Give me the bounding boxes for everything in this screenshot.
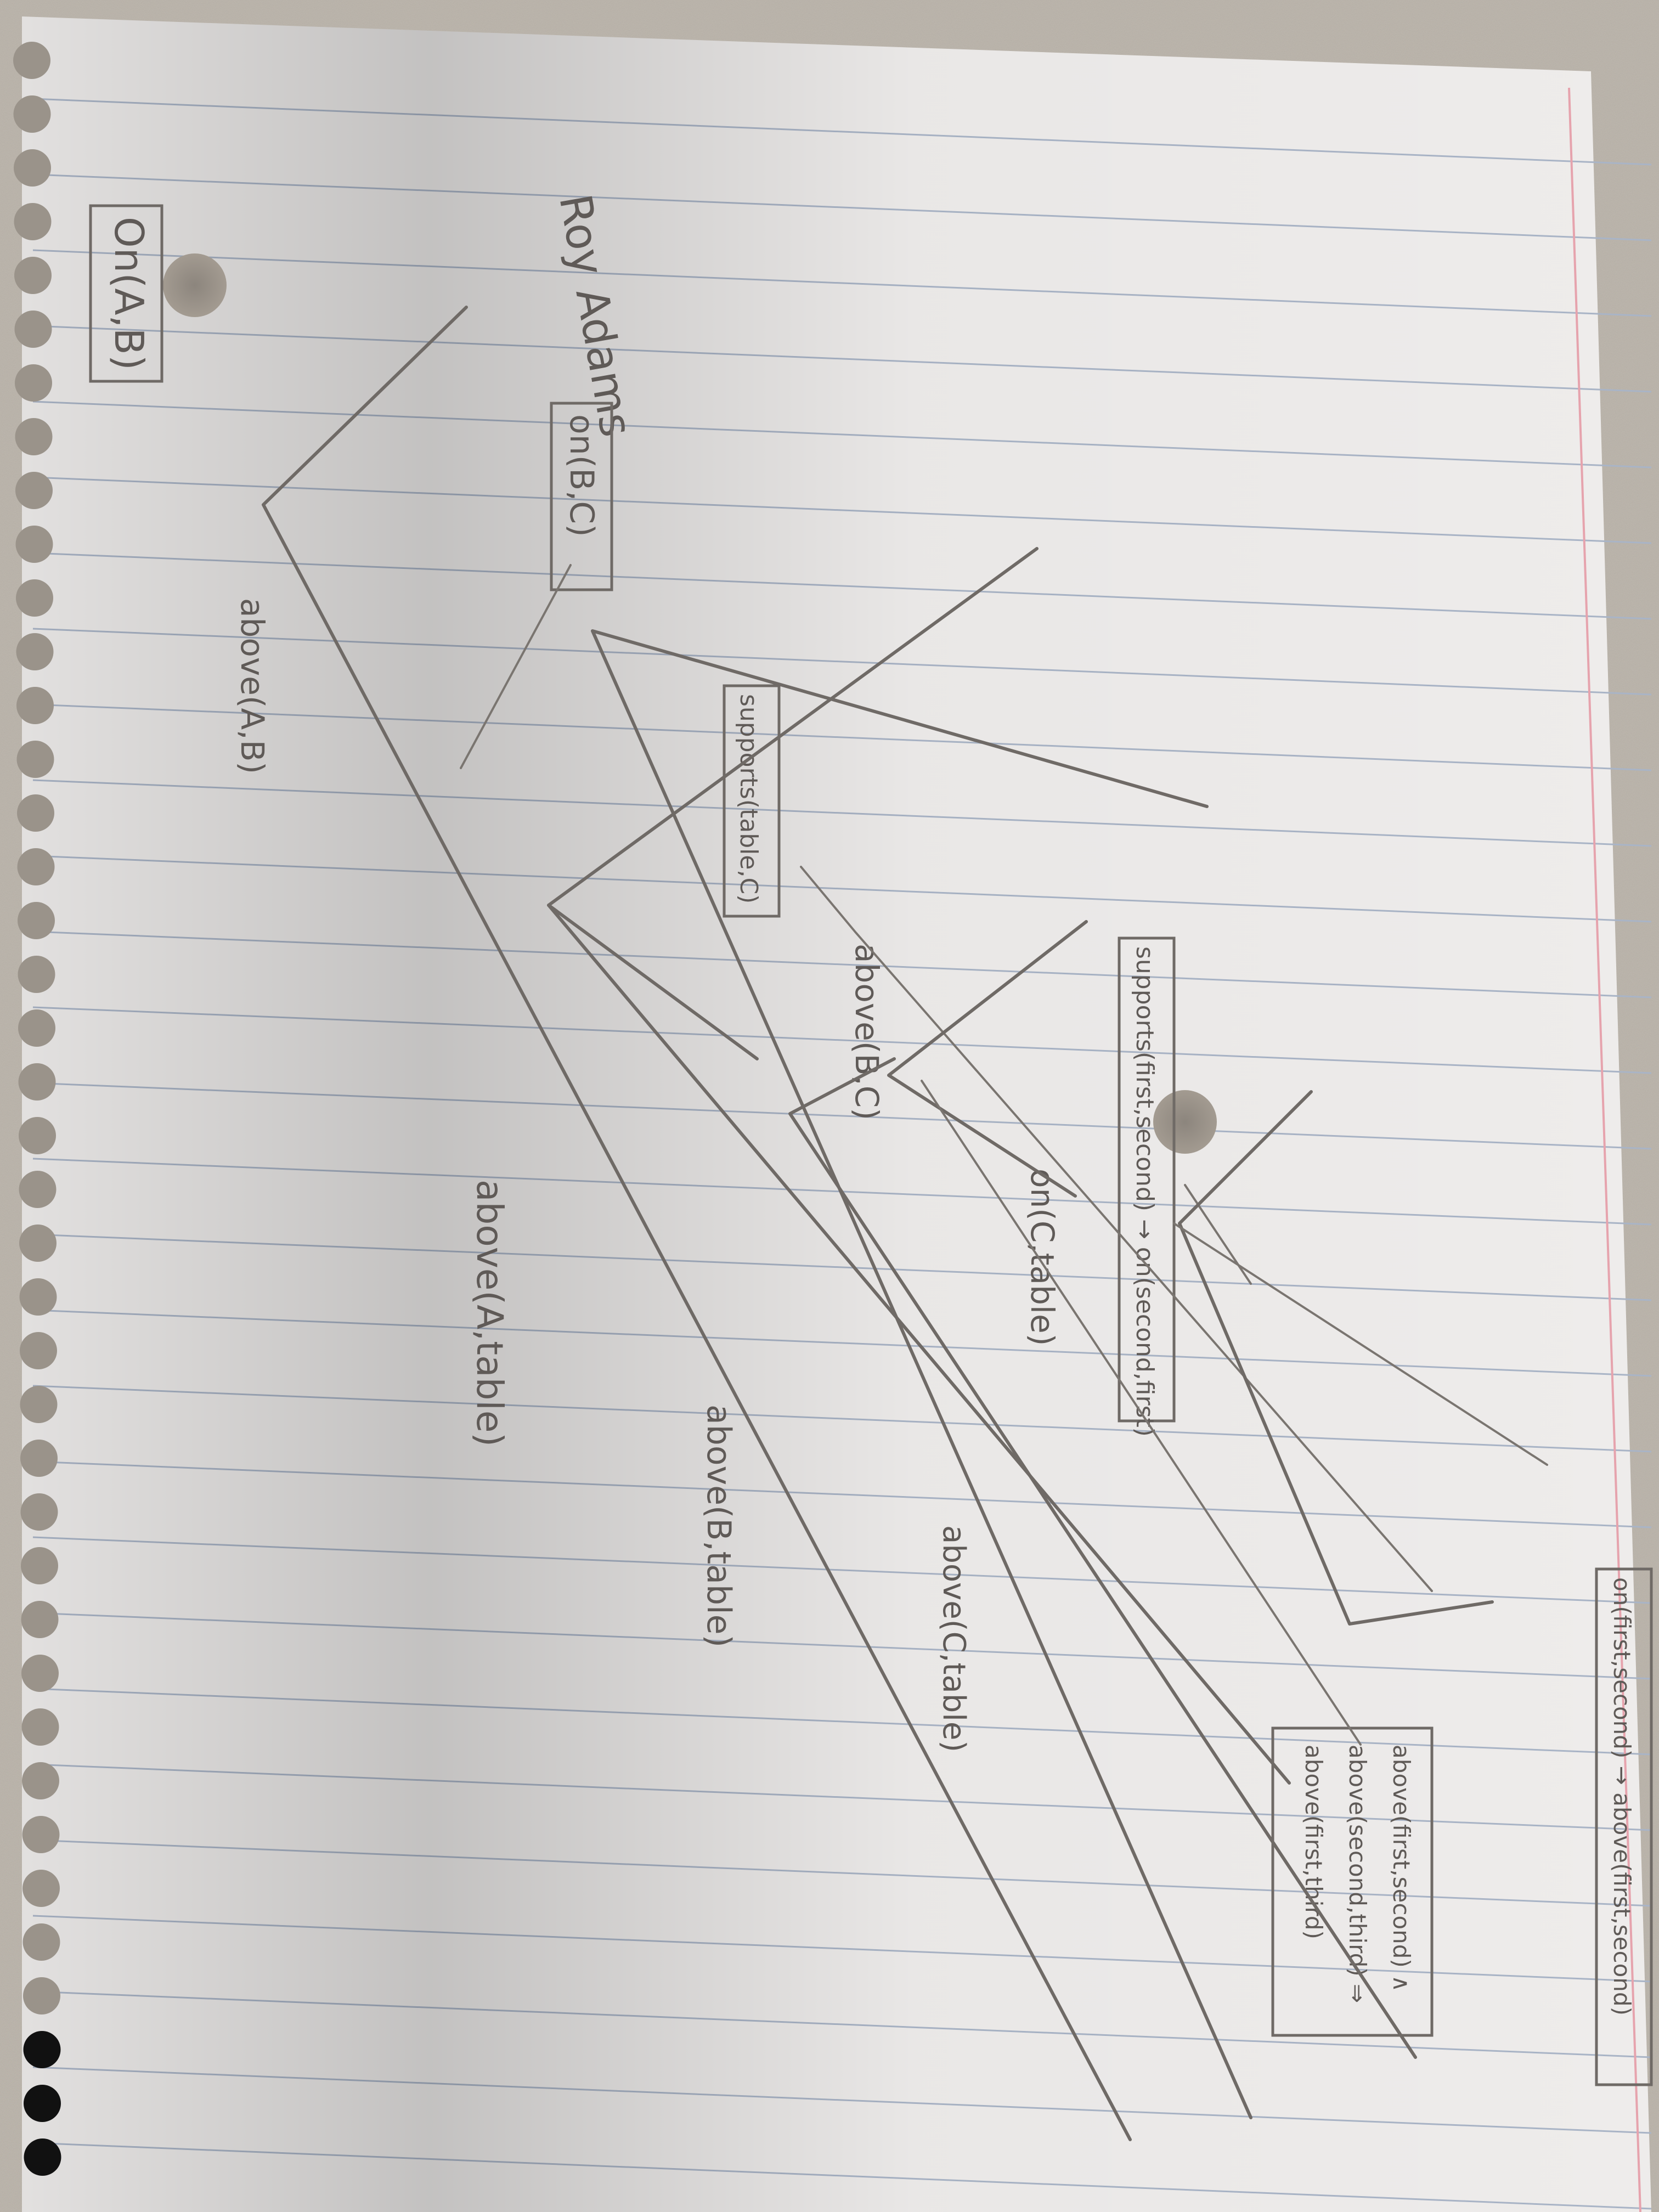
binder-hole	[1153, 1090, 1217, 1154]
spiral-hole	[22, 1923, 60, 1961]
spiral-hole	[13, 95, 51, 133]
binder-hole	[163, 253, 227, 317]
spiral-hole	[21, 1601, 59, 1638]
spiral-hole	[16, 687, 54, 724]
svg-text:above(second,third) ⇒: above(second,third) ⇒	[1344, 1745, 1371, 2003]
svg-text:above(A,table): above(A,table)	[469, 1180, 511, 1447]
spiral-hole	[20, 1386, 58, 1423]
svg-text:above(first,second) ∧: above(first,second) ∧	[1388, 1745, 1415, 1992]
premise-supports-table-c: supports(table,C)	[723, 684, 781, 918]
premise-on-a-b: On(A,B)	[89, 204, 163, 383]
spiral-hole	[20, 1332, 57, 1369]
notebook-page	[22, 16, 1652, 2212]
svg-text:on(first,second) → above(first: on(first,second) → above(first,second)	[1609, 1577, 1635, 2016]
spiral-hole	[16, 579, 53, 617]
derived-above-b-table: above(B,table)	[699, 1404, 738, 1647]
spiral-hole	[20, 1493, 58, 1531]
spiral-hole	[22, 1816, 60, 1853]
spiral-hole	[15, 526, 53, 563]
rule-box-transitivity: above(first,second) ∧ above(second,third…	[1271, 1726, 1434, 2037]
spiral-hole	[15, 472, 53, 509]
spiral-hole	[19, 1224, 57, 1262]
spiral-hole	[23, 1977, 60, 2015]
spiral-hole	[15, 418, 53, 455]
derived-above-b-c: above(B,C)	[848, 944, 885, 1120]
spiral-hole	[19, 1278, 57, 1316]
svg-text:supports(table,C): supports(table,C)	[735, 694, 763, 904]
spiral-hole	[17, 794, 54, 832]
derived-on-c-table: on(C,table)	[1024, 1169, 1061, 1346]
spiral-hole	[21, 1547, 58, 1584]
derived-above-a-table: above(A,table)	[469, 1180, 511, 1447]
derivation-lines	[262, 306, 1548, 2141]
spiral-hole	[22, 1762, 59, 1799]
svg-text:above(first,third): above(first,third)	[1300, 1745, 1327, 1939]
derived-above-a-b: above(A,B)	[234, 598, 271, 774]
spiral-hole	[17, 848, 55, 885]
spiral-hole	[20, 1440, 58, 1477]
spiral-hole	[13, 42, 50, 79]
spiral-hole	[16, 633, 54, 670]
svg-text:On(A,B): On(A,B)	[106, 217, 152, 370]
spiral-perforations	[13, 42, 61, 2176]
premise-supports-implies-on: supports(first,second) → on(second,first…	[1118, 936, 1176, 1437]
spiral-hole	[18, 956, 55, 993]
spiral-hole	[21, 1708, 59, 1746]
derived-above-c-table: above(C,table)	[936, 1525, 972, 1752]
spiral-hole	[16, 741, 54, 778]
spiral-hole	[14, 311, 52, 348]
spiral-hole	[19, 1171, 57, 1208]
spiral-hole	[15, 364, 52, 402]
spiral-hole	[22, 1870, 60, 1907]
spiral-hole	[21, 1655, 59, 1692]
spiral-hole	[18, 1009, 55, 1047]
spiral-hole	[23, 2031, 61, 2068]
spiral-hole	[14, 257, 52, 294]
svg-text:above(A,B): above(A,B)	[234, 598, 271, 774]
svg-text:above(B,C): above(B,C)	[848, 944, 885, 1120]
spiral-hole	[24, 2138, 61, 2176]
premise-on-b-c: on(B,C)	[550, 402, 613, 591]
spiral-hole	[14, 203, 52, 240]
spiral-hole	[18, 902, 55, 939]
spiral-hole	[14, 149, 51, 187]
premise-on-implies-above: on(first,second) → above(first,second)	[1595, 1567, 1653, 2086]
svg-text:on(B,C): on(B,C)	[562, 414, 601, 537]
svg-text:above(B,table): above(B,table)	[699, 1404, 738, 1647]
svg-text:above(C,table): above(C,table)	[936, 1525, 972, 1752]
spiral-hole	[19, 1117, 56, 1154]
svg-text:on(C,table): on(C,table)	[1024, 1169, 1061, 1346]
spiral-hole	[24, 2085, 61, 2122]
spiral-hole	[18, 1063, 56, 1101]
svg-text:supports(first,second) → on(se: supports(first,second) → on(second,first…	[1131, 946, 1159, 1437]
